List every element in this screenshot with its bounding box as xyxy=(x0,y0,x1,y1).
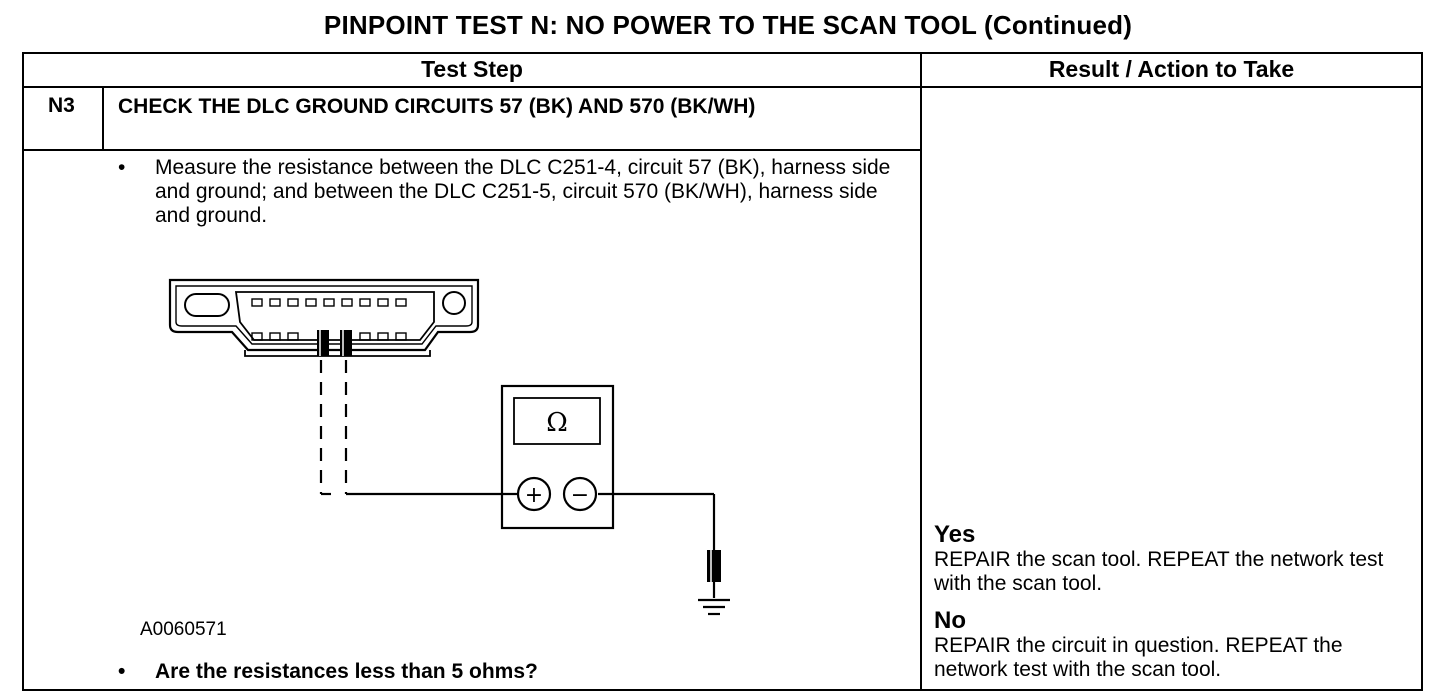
ohmmeter xyxy=(500,384,615,530)
header-test-step: Test Step xyxy=(421,56,523,82)
bullet-marker-question: • xyxy=(118,660,126,683)
ohm-symbol: Ω xyxy=(546,408,568,438)
result-yes-label: Yes xyxy=(934,521,976,548)
step-question: Are the resistances less than 5 ohms? xyxy=(155,660,538,683)
result-no-label: No xyxy=(934,607,966,634)
test-probes xyxy=(317,330,352,356)
figure-id: A0060571 xyxy=(140,619,227,640)
dlc-pins xyxy=(251,298,407,341)
bullet-marker: • xyxy=(118,156,126,179)
result-no-action: REPAIR the circuit in question. REPEAT t… xyxy=(934,634,1343,681)
ground-probe xyxy=(707,550,721,582)
step-id: N3 xyxy=(48,94,75,117)
step-title: CHECK THE DLC GROUND CIRCUITS 57 (BK) AN… xyxy=(118,95,756,118)
result-yes: Yes REPAIR the scan tool. REPEAT the net… xyxy=(934,522,1404,596)
dashed-leads xyxy=(319,360,348,494)
step-instruction: Measure the resistance between the DLC C… xyxy=(155,156,891,227)
page-title: PINPOINT TEST N: NO POWER TO THE SCAN TO… xyxy=(323,10,1133,40)
result-yes-action: REPAIR the scan tool. REPEAT the network… xyxy=(934,548,1384,595)
meter-leads xyxy=(321,492,716,598)
result-no: No REPAIR the circuit in question. REPEA… xyxy=(934,608,1404,682)
minus-terminal: − xyxy=(571,483,589,508)
dlc-connector xyxy=(168,278,480,357)
header-result-action: Result / Action to Take xyxy=(1048,56,1295,82)
ground-icon xyxy=(698,598,730,616)
plus-terminal: + xyxy=(525,483,543,508)
